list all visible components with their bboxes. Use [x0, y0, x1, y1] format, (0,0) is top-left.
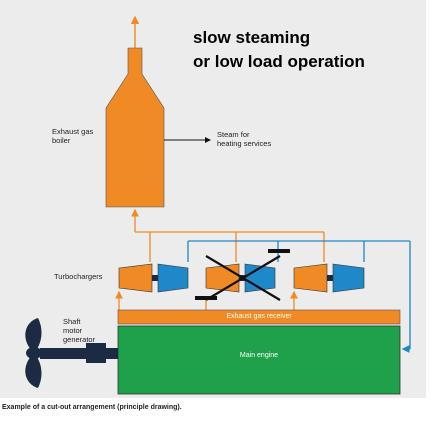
- turbocharger-1: [118, 263, 189, 293]
- exhaust-gas-receiver: [117, 309, 401, 325]
- propeller-icon: [25, 318, 42, 388]
- propeller-shaft: [40, 348, 118, 359]
- headline-line-1: slow steaming: [193, 28, 311, 47]
- exhaust-gas-boiler: [105, 47, 165, 208]
- shaft-motor-generator: [86, 343, 106, 363]
- steam-label: Steam for heating services: [217, 130, 272, 148]
- turbochargers-label: Turbochargers: [54, 272, 103, 281]
- cut-out-valve-air: [268, 249, 290, 253]
- boiler-label: Exhaust gas boiler: [52, 127, 94, 145]
- shaft-motor-generator-label: Shaft motor generator: [63, 317, 96, 344]
- exhaust-gas-receiver-label: Exhaust gas receiver: [226, 313, 292, 320]
- figure-caption: Example of a cut-out arrangement (princi…: [2, 404, 182, 411]
- cut-out-valve-gas: [195, 296, 217, 300]
- headline-line-2: or low load operation: [193, 52, 365, 71]
- main-engine-label: Main engine: [239, 352, 279, 359]
- turbocharger-2-cut-out: [205, 255, 281, 301]
- turbocharger-3: [293, 263, 365, 293]
- main-engine: [117, 325, 401, 395]
